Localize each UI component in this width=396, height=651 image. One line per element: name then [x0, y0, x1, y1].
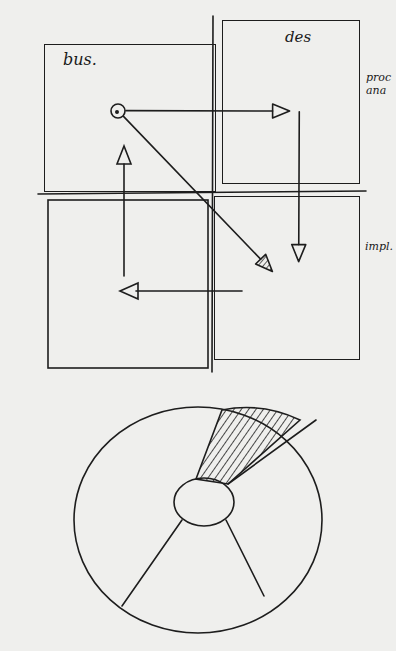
box-heading: impl.: [365, 241, 393, 253]
arrow-head: [256, 254, 273, 271]
arrow-head: [273, 104, 290, 118]
quadrant-box: impl.: [214, 196, 360, 360]
margin-note: proc ana: [366, 72, 391, 97]
quadrant-box: [48, 200, 208, 368]
segment-line: [226, 520, 264, 596]
inner-blob: [174, 478, 234, 526]
flow-arrow: [292, 112, 306, 262]
box-title: bus.: [63, 51, 97, 69]
quadrant-box: bus.: [44, 44, 216, 192]
flow-arrow: [124, 116, 273, 271]
flow-arrow: [126, 104, 290, 118]
flow-line: [123, 164, 125, 276]
cross-line: [212, 16, 213, 372]
connector-line: [124, 116, 261, 259]
connector-line: [298, 112, 300, 245]
segment-line: [122, 520, 182, 606]
start-dot: [116, 111, 118, 113]
arrow-head: [117, 146, 131, 164]
connector-line: [126, 110, 273, 112]
arrow-head: [120, 283, 138, 299]
outer-circle: [74, 407, 322, 633]
segment-line: [228, 420, 316, 484]
flow-line: [136, 290, 242, 292]
quadrant-box: des: [222, 20, 360, 184]
hatched-wedge: [196, 408, 300, 484]
box-title: des: [285, 29, 311, 46]
arrow-head: [292, 245, 306, 262]
